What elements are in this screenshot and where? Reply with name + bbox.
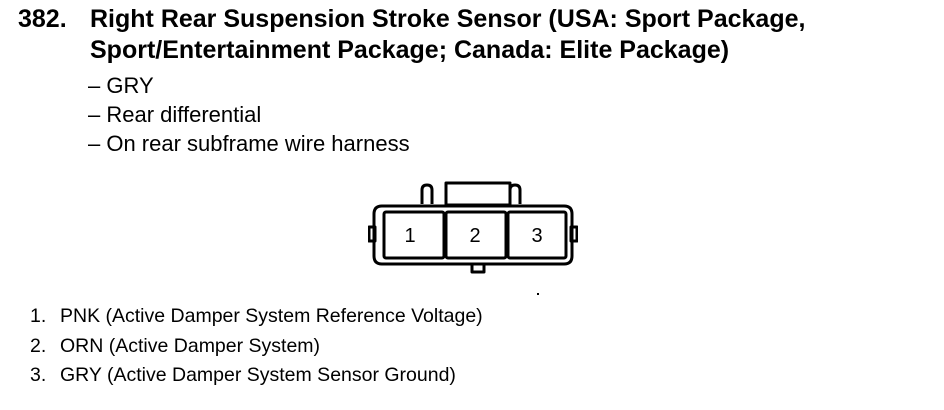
- scan-speck: [537, 293, 539, 295]
- pin-number: 3.: [30, 364, 47, 386]
- detail-harness: – On rear subframe wire harness: [88, 131, 410, 156]
- component-title: Right Rear Suspension Stroke Sensor (USA…: [90, 5, 806, 64]
- connector-top-post-left: [420, 183, 434, 204]
- connector-lock-tab: [444, 181, 512, 207]
- cavity-label-3: 3: [531, 225, 542, 247]
- component-number: 382.: [18, 5, 67, 33]
- pin-item: 2. ORN (Active Damper System): [30, 332, 483, 362]
- pin-number: 1.: [30, 305, 47, 327]
- pin-description: PNK (Active Damper System Reference Volt…: [60, 305, 483, 327]
- connector-cavity-2: [444, 210, 508, 260]
- connector-ear-left: [368, 225, 377, 243]
- connector-top-post-right: [508, 183, 522, 204]
- detail-color: – GRY: [88, 73, 154, 98]
- connector-cavity-3: [506, 210, 568, 260]
- pin-description: ORN (Active Damper System): [60, 334, 321, 357]
- connector-shell: [372, 204, 574, 266]
- pin-description: GRY (Active Damper System Sensor Ground): [60, 364, 456, 386]
- component-details: – GRY – Rear differential – On rear subf…: [88, 71, 410, 158]
- pin-item: 3. GRY (Active Damper System Sensor Groun…: [30, 361, 483, 391]
- cavity-label-2: 2: [469, 225, 480, 247]
- connector-ear-right: [569, 225, 578, 243]
- pin-number: 2.: [30, 334, 47, 357]
- detail-location: – Rear differential: [88, 102, 262, 127]
- connector-face-diagram: 1 2 3: [368, 181, 578, 274]
- cavity-label-1: 1: [404, 225, 415, 247]
- pin-item: 1. PNK (Active Damper System Reference Vo…: [30, 302, 483, 332]
- connector-cavity-1: [382, 210, 446, 260]
- connector-bottom-key: [470, 262, 486, 274]
- pin-list: 1. PNK (Active Damper System Reference Vo…: [30, 302, 483, 391]
